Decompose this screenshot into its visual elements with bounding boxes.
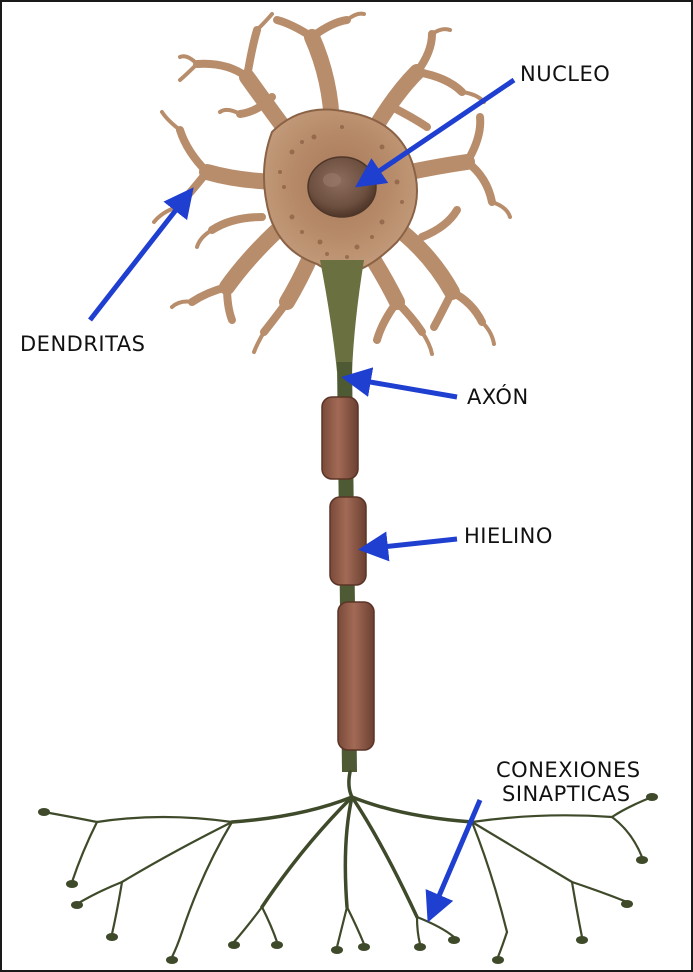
label-arrows [88,77,516,923]
synaptic-boutons [38,793,658,964]
myelin-sheaths [321,396,375,751]
label-conexiones-line1: CONEXIONES [496,758,641,782]
label-conexiones-sinapticas: CONEXIONES SINAPTICAS [496,758,641,806]
arrow-mielina [358,531,458,562]
axon-terminals [42,770,654,959]
label-conexiones-line2: SINAPTICAS [502,782,631,807]
axon-hillock [320,260,364,372]
arrow-nucleo [355,77,516,188]
soma-granules [278,125,404,259]
arrow-axon [341,367,458,400]
arrow-dendritas [88,187,194,322]
label-dendritas: DENDRITAS [20,332,146,356]
label-nucleo: NUCLEO [520,62,611,86]
nucleus [307,156,377,218]
label-axon: AXÓN [467,385,529,409]
arrow-conexiones [425,799,483,923]
label-mielina: HIELINO [464,524,553,548]
